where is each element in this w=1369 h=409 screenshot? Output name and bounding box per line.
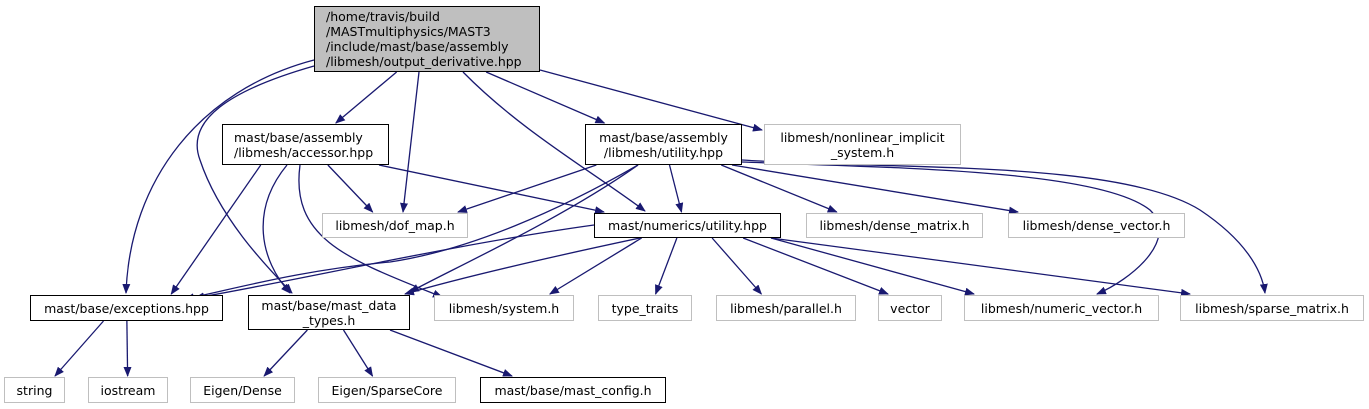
node-label-line: string bbox=[16, 382, 53, 398]
edge-accessor-to-system bbox=[298, 164, 443, 298]
node-num-utility[interactable]: mast/numerics/utility.hpp bbox=[594, 213, 781, 238]
node-label-line: libmesh/system.h bbox=[448, 300, 560, 316]
node-label-line: /libmesh/output_derivative.hpp bbox=[326, 54, 522, 69]
node-dense-vector: libmesh/dense_vector.h bbox=[1008, 213, 1185, 238]
edge-num-utility-to-sparse-matrix bbox=[770, 237, 1191, 297]
edge-num-utility-to-vector bbox=[742, 237, 889, 295]
node-label-line: libmesh/parallel.h bbox=[730, 300, 842, 316]
node-dof-map: libmesh/dof_map.h bbox=[322, 213, 468, 238]
node-label-line: libmesh/numeric_vector.h bbox=[980, 300, 1143, 316]
edge-root-to-accessor bbox=[335, 71, 398, 124]
node-label-line: vector bbox=[890, 300, 930, 316]
edge-root-to-data-types bbox=[196, 65, 315, 294]
edge-asm-utility-to-exceptions bbox=[184, 164, 639, 302]
node-string: string bbox=[4, 377, 65, 403]
edge-num-utility-to-type-traits bbox=[655, 237, 678, 295]
node-eigen-dense: Eigen/Dense bbox=[190, 377, 295, 403]
edge-data-types-to-eigen-sparse bbox=[342, 329, 374, 377]
edge-asm-utility-to-numeric-vector bbox=[741, 161, 1160, 295]
node-exceptions[interactable]: mast/base/exceptions.hpp bbox=[30, 295, 223, 321]
edge-num-utility-to-data-types bbox=[404, 237, 641, 296]
node-label-line: Eigen/SparseCore bbox=[331, 382, 443, 398]
edge-accessor-to-dof-map bbox=[327, 164, 374, 213]
node-label-line: Eigen/Dense bbox=[203, 382, 282, 398]
node-mast-config[interactable]: mast/base/mast_config.h bbox=[480, 377, 666, 403]
node-label-line: _types.h bbox=[302, 312, 356, 328]
edge-num-utility-to-numeric-vector bbox=[770, 237, 975, 296]
edge-exceptions-to-string bbox=[54, 320, 104, 377]
node-label-line: iostream bbox=[100, 382, 156, 398]
node-asm-utility[interactable]: mast/base/assembly/libmesh/utility.hpp bbox=[585, 124, 742, 165]
node-label-line: libmesh/nonlinear_implicit bbox=[780, 129, 945, 145]
edge-root-to-exceptions bbox=[122, 59, 315, 294]
edge-asm-utility-to-num-utility bbox=[668, 164, 684, 213]
node-label-line: libmesh/dense_vector.h bbox=[1022, 218, 1171, 233]
node-label-line: /libmesh/accessor.hpp bbox=[234, 144, 374, 160]
edge-accessor-to-num-utility bbox=[378, 164, 605, 215]
node-label-line: /MASTmultiphysics/MAST3 bbox=[326, 24, 491, 39]
node-label-line: libmesh/dense_matrix.h bbox=[819, 218, 970, 233]
node-root[interactable]: /home/travis/build/MASTmultiphysics/MAST… bbox=[314, 6, 540, 72]
node-label-line: libmesh/dof_map.h bbox=[335, 218, 455, 233]
edge-root-to-num-utility bbox=[462, 71, 646, 212]
edge-data-types-to-eigen-dense bbox=[263, 329, 308, 377]
node-label-line: libmesh/sparse_matrix.h bbox=[1195, 300, 1349, 316]
node-iostream: iostream bbox=[88, 377, 168, 403]
edge-accessor-to-data-types bbox=[262, 164, 291, 294]
node-label-line: mast/base/mast_data bbox=[261, 297, 397, 313]
edge-asm-utility-to-dof-map bbox=[457, 164, 597, 213]
node-eigen-sparse: Eigen/SparseCore bbox=[318, 377, 456, 403]
edge-accessor-to-exceptions bbox=[170, 164, 262, 295]
edge-root-to-nonlinear bbox=[539, 69, 763, 132]
edge-num-utility-to-system bbox=[549, 237, 642, 295]
edge-asm-utility-to-dense-vector bbox=[731, 164, 1019, 215]
node-vector: vector bbox=[878, 295, 942, 321]
node-label-line: type_traits bbox=[611, 300, 679, 316]
node-label-line: /libmesh/utility.hpp bbox=[603, 144, 724, 160]
node-system: libmesh/system.h bbox=[434, 295, 574, 321]
node-label-line: /include/mast/base/assembly bbox=[326, 39, 509, 54]
edges-layer bbox=[54, 59, 1268, 377]
node-accessor[interactable]: mast/base/assembly/libmesh/accessor.hpp bbox=[222, 124, 389, 165]
node-label-line: /home/travis/build bbox=[326, 9, 440, 24]
node-parallel: libmesh/parallel.h bbox=[716, 295, 856, 321]
edge-asm-utility-to-dense-matrix bbox=[721, 164, 838, 213]
node-data-types[interactable]: mast/base/mast_data_types.h bbox=[248, 295, 410, 330]
edge-num-utility-to-exceptions bbox=[194, 224, 595, 301]
edge-num-utility-to-parallel bbox=[711, 237, 763, 295]
node-sparse-matrix: libmesh/sparse_matrix.h bbox=[1180, 295, 1364, 321]
edge-data-types-to-mast-config bbox=[389, 329, 513, 377]
node-label-line: mast/base/mast_config.h bbox=[494, 382, 652, 398]
edge-exceptions-to-iostream bbox=[123, 320, 132, 377]
node-label-line: mast/base/assembly bbox=[234, 129, 363, 145]
edge-asm-utility-to-data-types bbox=[409, 164, 639, 293]
node-label-line: mast/base/exceptions.hpp bbox=[44, 300, 209, 316]
node-type-traits: type_traits bbox=[598, 295, 692, 321]
node-label-line: mast/numerics/utility.hpp bbox=[608, 218, 767, 233]
edge-root-to-dof-map bbox=[400, 71, 420, 213]
node-dense-matrix: libmesh/dense_matrix.h bbox=[806, 213, 983, 238]
edge-root-to-asm-utility bbox=[485, 71, 606, 124]
node-label-line: mast/base/assembly bbox=[599, 129, 728, 145]
node-numeric-vector: libmesh/numeric_vector.h bbox=[964, 295, 1159, 321]
node-label-line: _system.h bbox=[830, 144, 895, 160]
node-nonlinear: libmesh/nonlinear_implicit_system.h bbox=[764, 124, 961, 165]
